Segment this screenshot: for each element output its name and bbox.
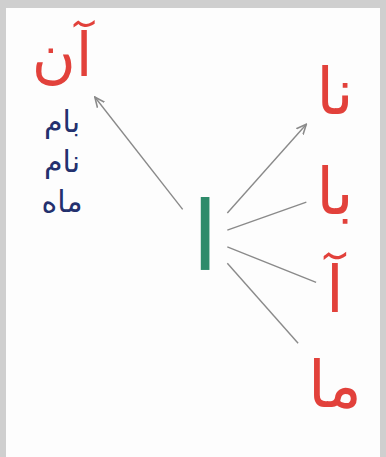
- word-text: نا: [316, 54, 353, 131]
- arrow-line: [227, 124, 306, 213]
- arrow-line: [227, 247, 316, 283]
- word-text: آ: [326, 252, 344, 329]
- example-word: بام: [44, 104, 80, 140]
- word-text: آن: [32, 19, 93, 91]
- word-text: ما: [308, 347, 362, 424]
- arrow-line: [227, 263, 298, 343]
- letter-word: آ: [320, 250, 350, 331]
- letter-word: ا: [186, 178, 225, 297]
- arrow-line: [95, 97, 183, 209]
- example-word: ماه: [42, 184, 83, 220]
- letter-word: ما: [302, 345, 368, 426]
- word-text: ا: [192, 180, 219, 295]
- word-text: با: [316, 154, 353, 231]
- letter-word: آن: [26, 17, 99, 93]
- arrow-line: [227, 202, 306, 230]
- letter-word: نا: [310, 52, 359, 133]
- example-word: نام: [44, 144, 80, 180]
- letter-word: با: [310, 152, 359, 233]
